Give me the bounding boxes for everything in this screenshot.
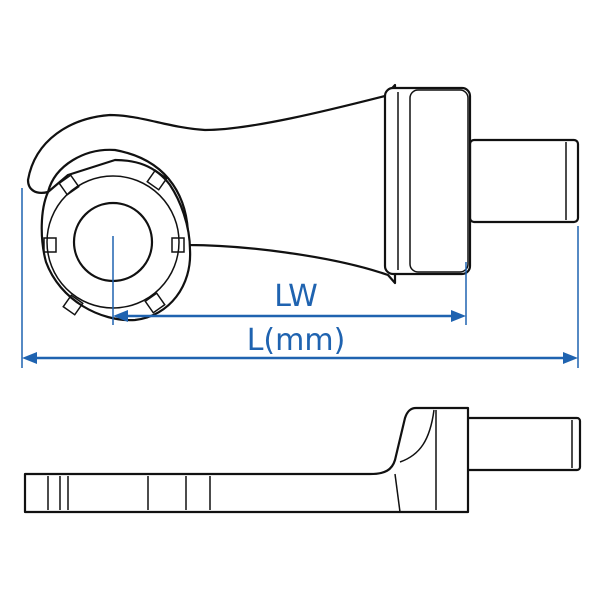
drive-square-top (468, 138, 580, 224)
ring-notches (43, 169, 185, 316)
flange-block (383, 86, 472, 276)
dimensions: LW L(mm) (21, 188, 579, 368)
drive-square-side (462, 416, 582, 472)
flange-inner (409, 89, 469, 273)
side-profile (23, 406, 470, 514)
wrench-body (26, 83, 397, 285)
l-label: L(mm) (247, 323, 346, 358)
lw-label: LW (274, 279, 318, 314)
side-view (23, 406, 582, 514)
top-view (26, 83, 580, 322)
